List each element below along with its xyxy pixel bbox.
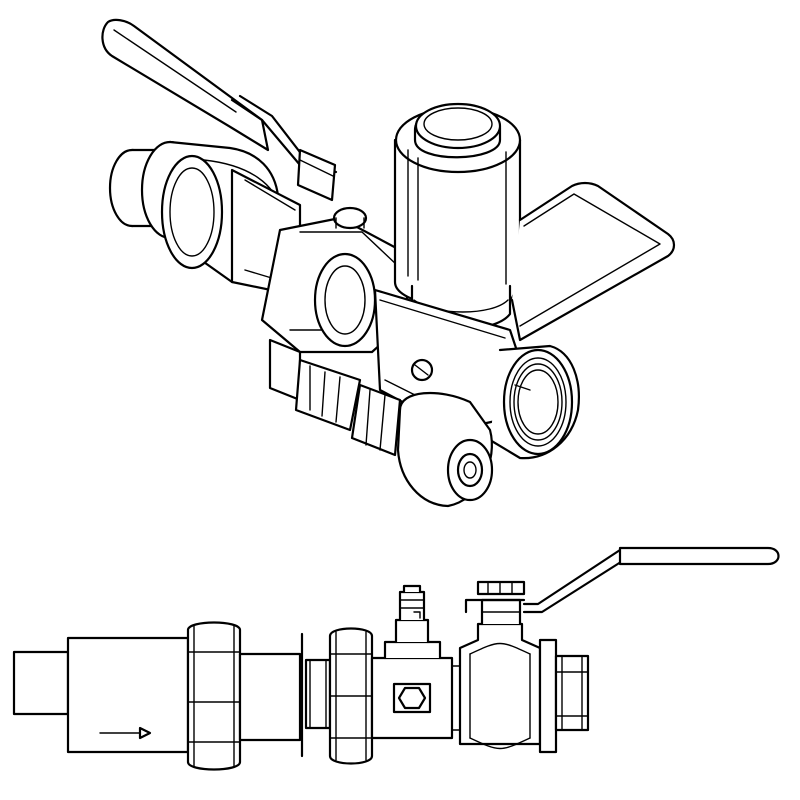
right-ball-valve — [458, 580, 542, 750]
left-union-nut — [186, 621, 242, 771]
spacer-ring — [304, 658, 332, 730]
air-vent-valve — [394, 584, 430, 644]
right-union-nut — [328, 627, 374, 765]
left-pipe — [12, 650, 70, 716]
drain-valve — [268, 338, 494, 508]
right-threaded-end — [538, 638, 590, 754]
lever-handle — [101, 18, 338, 202]
ball-valve-body — [108, 140, 302, 298]
union-hex-nut — [260, 216, 412, 354]
union-connector — [238, 632, 304, 758]
threaded-outlet — [488, 344, 580, 460]
mounting-bracket — [510, 181, 676, 342]
union-top-cap — [332, 206, 368, 230]
check-valve-body — [66, 636, 190, 754]
filter-cartridge — [393, 102, 522, 330]
manifold-block — [370, 640, 461, 740]
side-lever-handle — [464, 546, 780, 614]
